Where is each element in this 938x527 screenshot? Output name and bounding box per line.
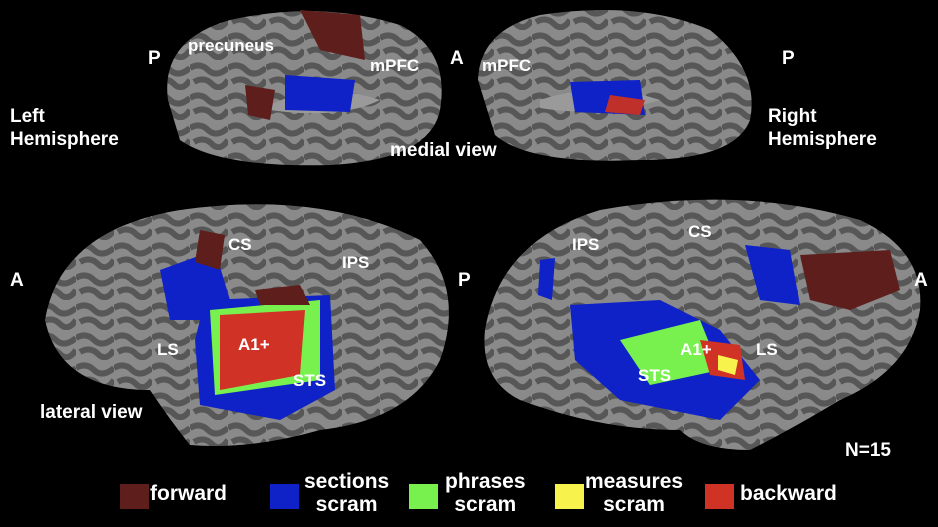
precuneus-label: precuneus [188,36,274,55]
lateral-right-anterior-label: A [914,270,928,291]
left-cs-label: CS [228,235,252,254]
medial-left-anterior-label: A [450,48,464,69]
left-a1-label: A1+ [238,335,270,354]
medial-view-label: medial view [390,140,497,161]
mpfc-right-label: mPFC [482,56,532,75]
left-lateral-brain [45,204,449,446]
right-cs-label: CS [688,222,712,241]
right-sts-label: STS [638,366,672,385]
subject-count: N=15 [845,440,891,461]
left-sts-label: STS [293,371,327,390]
legend-swatch-measures-scram [555,484,584,509]
left-medial-brain [167,10,442,166]
medial-right-posterior-label: P [782,48,795,69]
right-hemisphere-line1: Right [768,106,817,127]
left-hemisphere-line1: Left [10,106,45,127]
medial-left-posterior-label: P [148,48,161,69]
right-ls-label: LS [756,340,778,359]
legend-label-line: scram [454,493,517,517]
right-hemisphere-line2: Hemisphere [768,128,877,150]
legend-label-line: scram [603,493,665,517]
lateral-view-label: lateral view [40,402,143,423]
left-ips-label: IPS [342,253,370,272]
legend-label-line: measures [585,470,684,493]
legend-swatch-backward [705,484,734,509]
lateral-left-anterior-label: A [10,270,24,291]
left-ls-label: LS [157,340,179,359]
legend-label-line: scram [315,493,378,517]
mpfc-left-label: mPFC [370,56,420,75]
right-ips-label: IPS [572,235,600,254]
right-lateral-brain [484,199,921,450]
right-a1-label: A1+ [680,340,712,359]
left-hemisphere-label: Left Hemisphere [10,106,119,152]
legend: forward sections scram phrases scram mea… [0,470,938,525]
legend-label-phrases-scram: phrases scram [445,470,526,516]
lateral-right-posterior-label: P [458,270,471,291]
right-medial-brain [478,10,752,161]
legend-label-forward: forward [150,482,228,505]
left-hemisphere-line2: Hemisphere [10,128,119,150]
legend-label-backward: backward [740,482,837,505]
legend-label-measures-scram: measures scram [585,470,683,516]
legend-label-line: phrases [445,470,526,493]
legend-swatch-forward [120,484,149,509]
right-hemisphere-label: Right Hemisphere [768,106,877,152]
legend-label-line: sections [304,470,390,493]
legend-label-sections-scram: sections scram [304,470,389,516]
legend-swatch-sections-scram [270,484,299,509]
legend-swatch-phrases-scram [409,484,438,509]
